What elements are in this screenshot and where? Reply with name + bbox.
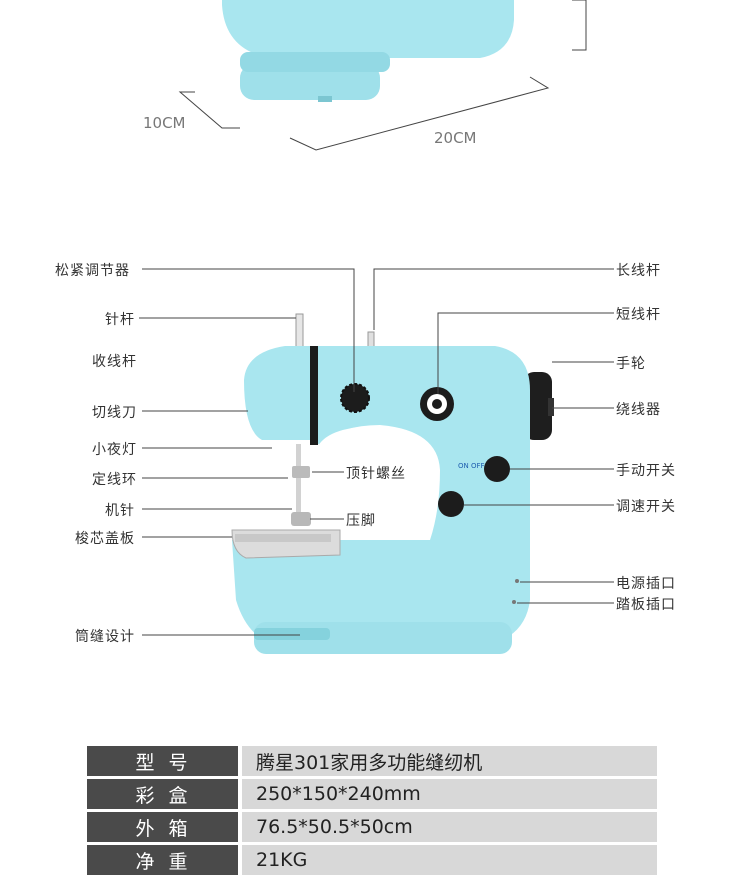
label-power-socket: 电源插口: [616, 576, 676, 592]
label-short-spool-pin: 短线杆: [616, 307, 661, 323]
label-take-up-lever: 收线杆: [92, 354, 137, 370]
sewing-machine-illustration: [231, 313, 554, 654]
width-dimension: 20CM: [434, 129, 477, 147]
table-row: 彩盒 250*150*240mm: [87, 779, 657, 809]
table-row: 型号 腾星301家用多功能缝纫机: [87, 746, 657, 776]
label-presser-foot: 压脚: [346, 513, 376, 529]
label-needle-bar: 针杆: [105, 312, 135, 328]
label-manual-switch: 手动开关: [616, 463, 676, 479]
label-long-spool-pin: 长线杆: [616, 263, 661, 279]
label-pedal-socket: 踏板插口: [616, 597, 676, 613]
depth-dimension: 10CM: [143, 114, 186, 132]
callout-lines: [139, 268, 614, 636]
table-row: 净重 21KG: [87, 845, 657, 875]
spec-value: 76.5*50.5*50cm: [238, 812, 657, 842]
spec-value: 21KG: [238, 845, 657, 875]
label-top-screw: 顶针螺丝: [346, 466, 406, 482]
spec-key: 净重: [87, 845, 238, 875]
spec-key: 型号: [87, 746, 238, 776]
spec-table: 型号 腾星301家用多功能缝纫机 彩盒 250*150*240mm 外箱 76.…: [87, 743, 657, 878]
spec-key: 外箱: [87, 812, 238, 842]
label-speed-switch: 调速开关: [616, 499, 676, 515]
label-handwheel: 手轮: [616, 356, 646, 372]
switch-marks: ON OFF: [458, 462, 485, 470]
label-tube-design: 筒缝设计: [75, 629, 135, 645]
label-tension-regulator: 松紧调节器: [55, 263, 130, 279]
label-thread-guide-ring: 定线环: [92, 472, 137, 488]
spec-value: 250*150*240mm: [238, 779, 657, 809]
label-night-light: 小夜灯: [92, 442, 137, 458]
table-row: 外箱 76.5*50.5*50cm: [87, 812, 657, 842]
label-thread-cutter: 切线刀: [92, 405, 137, 421]
spec-value: 腾星301家用多功能缝纫机: [238, 746, 657, 776]
label-bobbin-winder: 绕线器: [616, 402, 661, 418]
label-needle: 机针: [105, 503, 135, 519]
label-bobbin-cover: 梭芯盖板: [75, 531, 135, 547]
machine-base-illustration: [178, 0, 587, 151]
spec-key: 彩盒: [87, 779, 238, 809]
